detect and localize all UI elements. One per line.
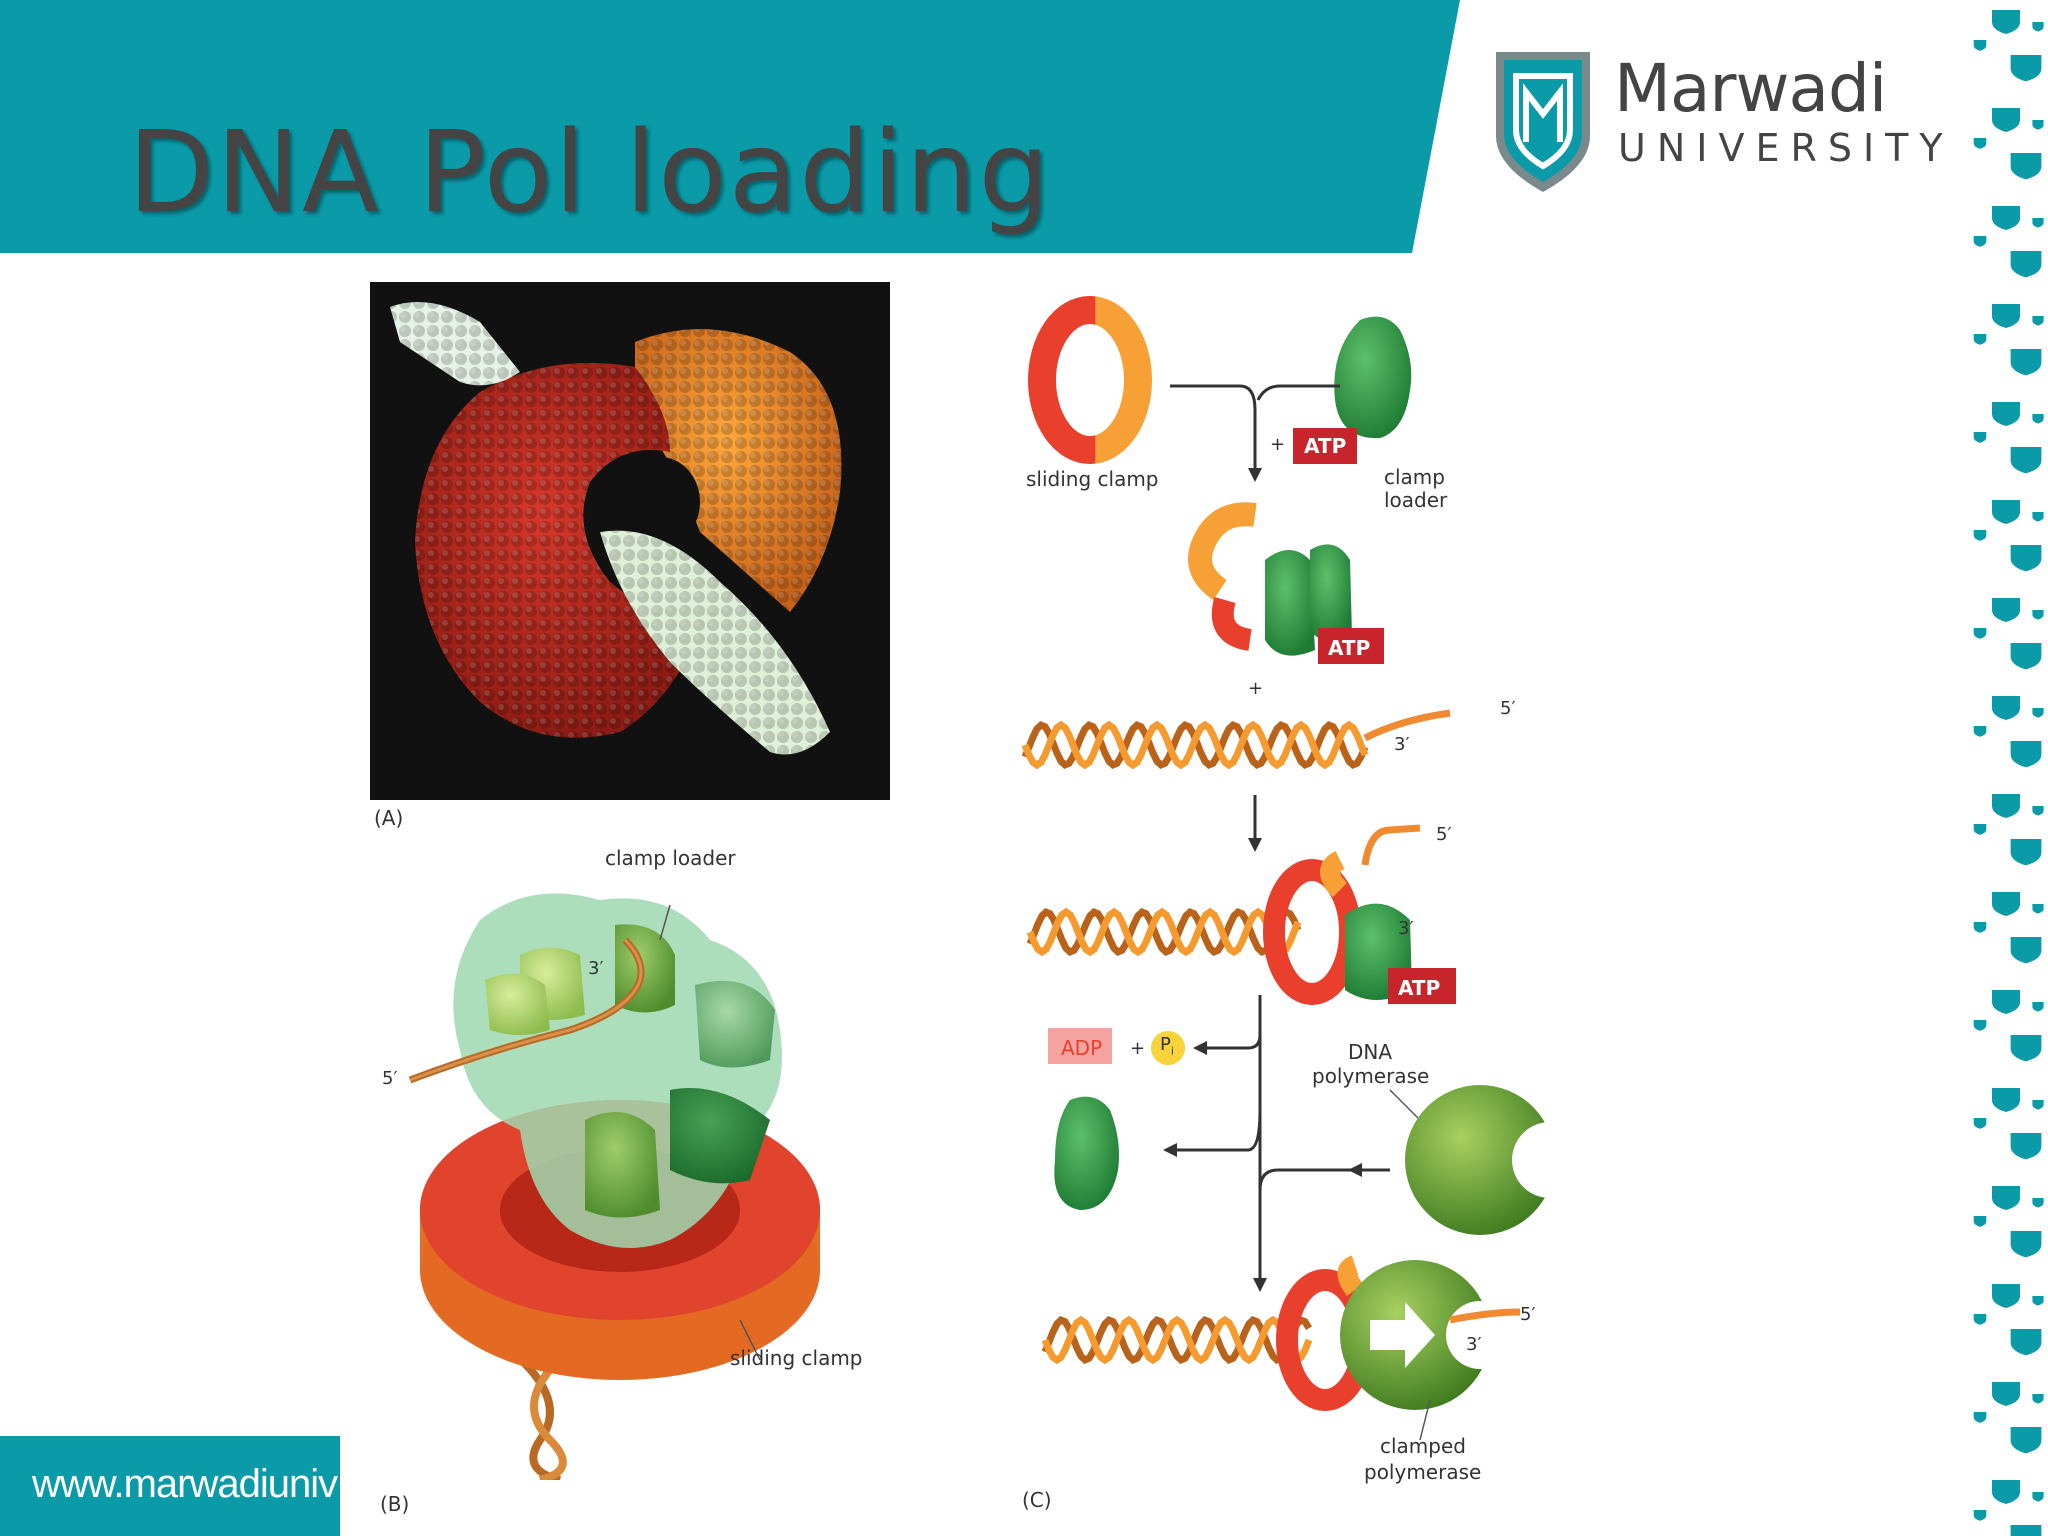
footer-url: www.marwadiuniv <box>32 1462 338 1506</box>
footer-url-bar: www.marwadiuniv <box>0 1436 340 1536</box>
panel-c-dna-pol-label-1: DNA <box>1348 1040 1393 1064</box>
panel-c-plus-1: + <box>1270 434 1286 455</box>
panel-c-3prime-2: 3′ <box>1398 918 1414 939</box>
panel-c-clamped-pol-label-1: clamped <box>1380 1434 1466 1458</box>
panel-a-label: (A) <box>374 806 404 830</box>
panel-c-plus-2: + <box>1248 678 1264 699</box>
panel-c-label: (C) <box>1022 1488 1052 1512</box>
panel-b-clamp-loader-label: clamp loader <box>605 846 736 870</box>
panel-c-5prime-2: 5′ <box>1436 824 1452 845</box>
logo-subtitle: UNIVERSITY <box>1618 126 1954 170</box>
panel-c-loading-steps <box>1021 296 1580 1441</box>
panel-c-5prime-3: 5′ <box>1520 1304 1536 1325</box>
logo-name: Marwadi <box>1614 50 1887 127</box>
panel-b-5prime-label: 5′ <box>382 1068 398 1089</box>
panel-b-clamp-diagram <box>408 893 820 1480</box>
panel-b-sliding-clamp-label: sliding clamp <box>730 1346 863 1370</box>
panel-b-label: (B) <box>380 1492 410 1516</box>
panel-c-dna-pol-label-2: polymerase <box>1312 1064 1430 1088</box>
panel-c-plus-3: + <box>1130 1038 1146 1059</box>
panel-c-clamp-loader-label-2: loader <box>1384 488 1448 512</box>
panel-c-3prime-3: 3′ <box>1466 1334 1482 1355</box>
panel-c-atp-badge-2: ATP <box>1328 636 1371 660</box>
panel-c-pi-label: Pi <box>1160 1034 1174 1058</box>
panel-c-clamp-loader-label-1: clamp <box>1384 465 1445 489</box>
panel-a-molecular-model <box>370 282 890 800</box>
slide-title: DNA Pol loading <box>128 108 1052 238</box>
university-logo: Marwadi UNIVERSITY <box>1488 46 1943 196</box>
title-banner <box>0 0 1460 253</box>
panel-c-atp-badge-3: ATP <box>1398 976 1441 1000</box>
panel-c-3prime-1: 3′ <box>1394 734 1410 755</box>
panel-c-sliding-clamp-label: sliding clamp <box>1026 467 1159 491</box>
panel-c-atp-badge-1: ATP <box>1304 434 1347 458</box>
panel-c-5prime-1: 5′ <box>1500 698 1516 719</box>
panel-c-clamped-pol-label-2: polymerase <box>1364 1460 1482 1484</box>
panel-c-adp-badge: ADP <box>1061 1036 1103 1060</box>
shield-pattern-decoration <box>1973 10 2044 1536</box>
panel-b-3prime-label: 3′ <box>588 958 604 979</box>
shield-icon <box>1496 52 1590 192</box>
